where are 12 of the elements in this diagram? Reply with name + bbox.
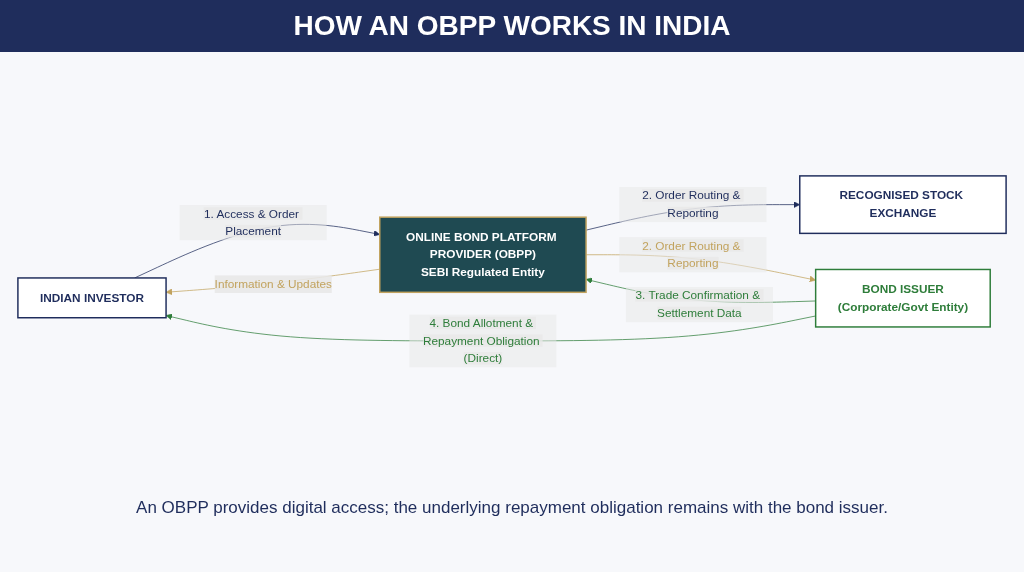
edge-label: 3. Trade Confirmation & Settlement Data — [635, 289, 760, 320]
caption: An OBPP provides digital access; the underlying repayment obligation remains with the bond issuer. — [135, 498, 889, 518]
edge-label: 1. Access & Order Placement — [203, 207, 299, 238]
node-box: ONLINE BOND PLATFORM PROVIDER (OBPP) SEBI Regulated Entity — [379, 216, 587, 294]
edge-label: 4. Bond Allotment & Repayment Obligation (Direct) — [422, 316, 540, 365]
edge-label: Information & Updates — [214, 277, 332, 291]
node-box: RECOGNISED STOCK EXCHANGE — [799, 175, 1007, 235]
edge-label: 2. Order Routing & Reporting — [642, 239, 741, 270]
edge-label: 2. Order Routing & Reporting — [642, 189, 741, 220]
title-banner: HOW AN OBPP WORKS IN INDIA — [0, 0, 1024, 52]
node-box: BOND ISSUER (Corporate/Govt Entity) — [814, 269, 991, 328]
node-box: INDIAN INVESTOR — [17, 277, 167, 319]
